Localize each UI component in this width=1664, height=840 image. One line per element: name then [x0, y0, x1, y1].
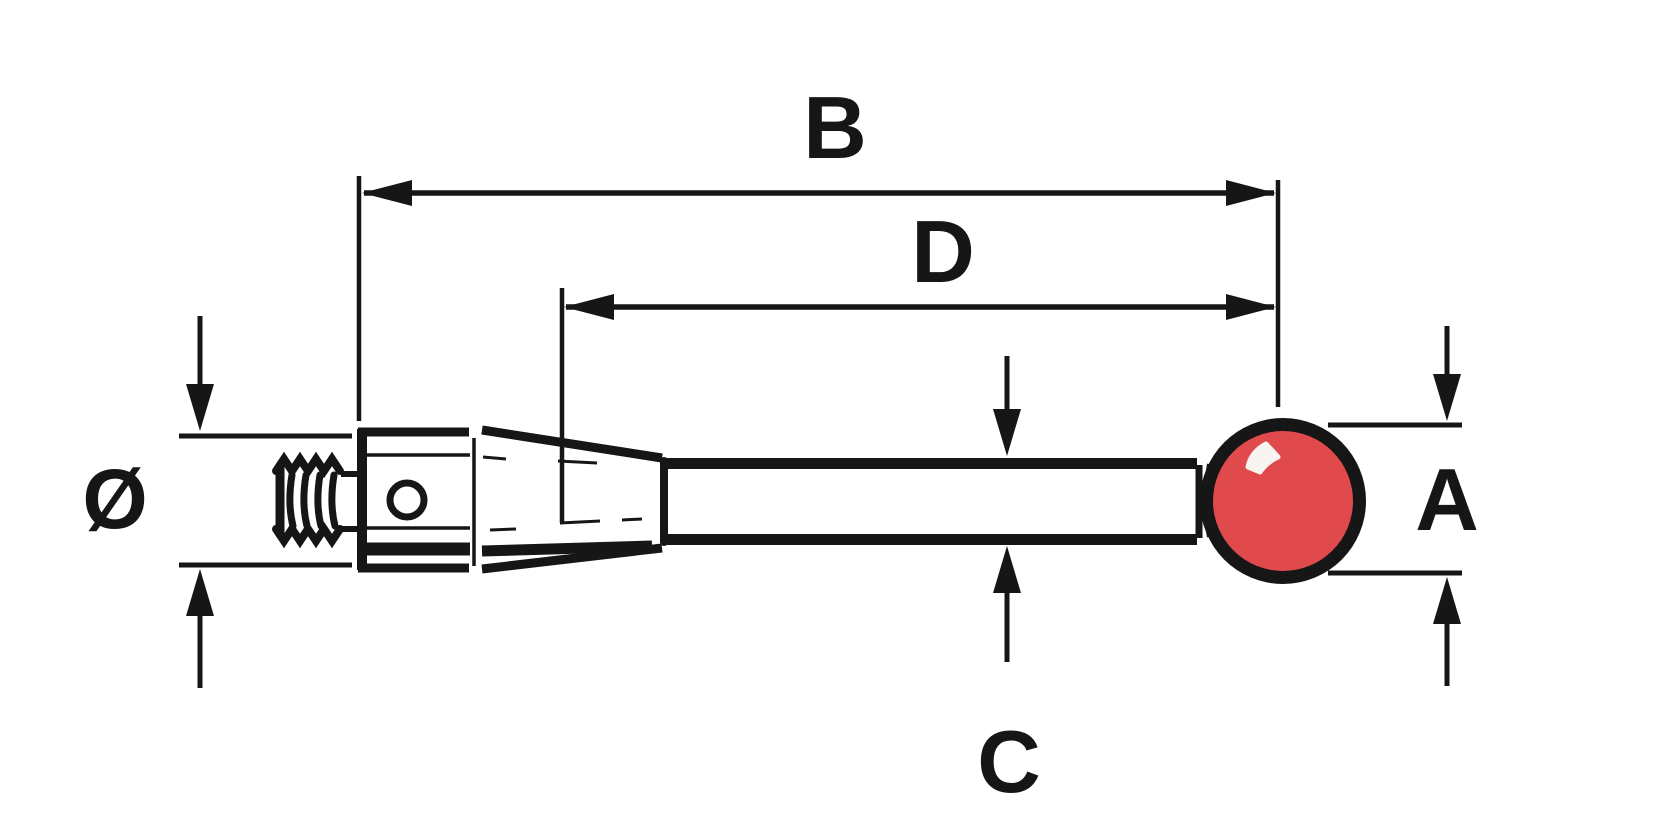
ball-highlight [1245, 441, 1281, 475]
dim-a-label: A [1415, 450, 1479, 549]
thread-root-line [314, 471, 325, 530]
dim-b-arrow-left-icon [362, 180, 412, 206]
thread-root-line [328, 471, 339, 530]
dim-c-arrow-down-icon [993, 409, 1021, 456]
thread [272, 451, 360, 549]
dim-b-arrow-right-icon [1226, 180, 1276, 206]
thread-crest-bottom [272, 521, 344, 549]
dim-d-label: D [911, 202, 975, 301]
taper-cone [481, 425, 668, 574]
dim-dia-label: Ø [82, 452, 147, 546]
taper-top-edge [481, 425, 663, 463]
taper-hidden-line [489, 527, 517, 532]
dim-d-arrow-right-icon [1226, 294, 1276, 320]
dim-c-label: C [977, 712, 1041, 811]
dim-dia-arrow-up-icon [186, 569, 214, 616]
dimension-a: A [1328, 326, 1479, 686]
taper-hidden-line [482, 455, 507, 461]
dim-a-arrow-up-icon [1433, 577, 1461, 624]
thread-root-line [286, 471, 297, 530]
dimension-d: D [559, 202, 1276, 523]
dim-c-arrow-up-icon [993, 546, 1021, 593]
thread-root-line [300, 471, 311, 530]
dimension-b: B [356, 78, 1281, 421]
dimension-c: C [977, 356, 1041, 811]
dim-dia-arrow-down-icon [186, 384, 214, 431]
dim-a-arrow-down-icon [1433, 374, 1461, 421]
stem [663, 458, 1211, 545]
taper-shade-band [481, 540, 653, 557]
ball-tip [1200, 418, 1366, 584]
taper-hidden-line [559, 519, 601, 525]
ball-red-sphere [1213, 431, 1353, 571]
dim-b-label: B [803, 78, 867, 177]
dim-d-arrow-left-icon [564, 294, 614, 320]
cross-hole [386, 479, 428, 521]
holder-body [357, 427, 476, 573]
stylus-part [272, 418, 1366, 584]
taper-hidden-line [621, 517, 643, 522]
dimension-diameter: Ø [82, 316, 352, 688]
taper-hidden-line [557, 459, 598, 465]
thread-crest-top [272, 451, 344, 479]
